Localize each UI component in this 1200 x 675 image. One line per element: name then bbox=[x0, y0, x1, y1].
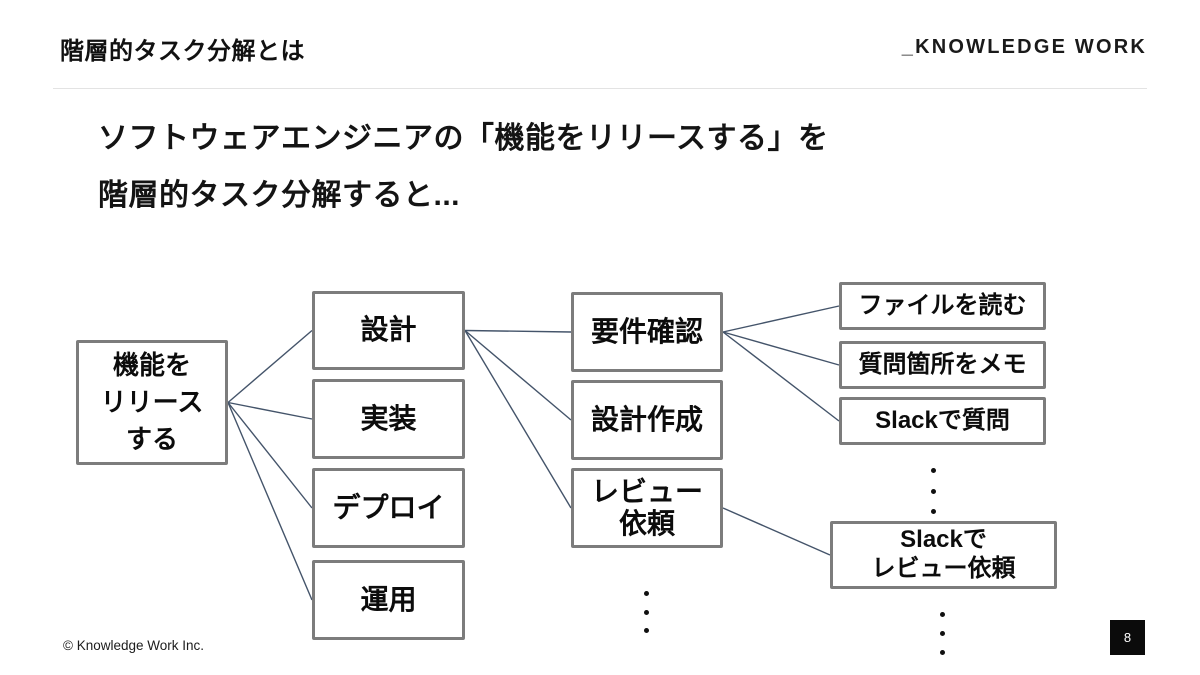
ellipsis-dot-group-2 bbox=[643, 609, 649, 615]
ellipsis-dot-group-3 bbox=[939, 649, 945, 655]
page-number-badge: 8 bbox=[1110, 620, 1145, 655]
diagram-node-design: 設計 bbox=[312, 291, 465, 370]
edge-root-to-impl bbox=[227, 401, 313, 420]
ellipsis-dot-group-1 bbox=[930, 488, 936, 494]
edge-req-to-memo bbox=[722, 331, 840, 366]
diagram-node-slackrev: Slackで レビュー依頼 bbox=[830, 521, 1057, 589]
edge-root-to-deploy bbox=[227, 402, 313, 509]
edge-review-to-slackrev bbox=[722, 507, 831, 556]
main-heading: ソフトウェアエンジニアの「機能をリリースする」を 階層的タスク分解すると... bbox=[98, 124, 829, 238]
diagram-node-ops: 運用 bbox=[312, 560, 465, 640]
diagram-node-review: レビュー 依頼 bbox=[571, 468, 723, 548]
edge-design-to-review bbox=[464, 330, 572, 509]
ellipsis-dot-group-3 bbox=[939, 630, 945, 636]
diagram-node-impl: 実装 bbox=[312, 379, 465, 459]
edge-req-to-slackq bbox=[722, 331, 840, 422]
heading-line1: ソフトウェアエンジニアの「機能をリリースする」を bbox=[98, 122, 829, 155]
copyright-text: © Knowledge Work Inc. bbox=[63, 638, 205, 653]
ellipsis-dot-group-1 bbox=[930, 467, 936, 473]
ellipsis-dot-group-1 bbox=[930, 508, 936, 514]
ellipsis-dot-group-2 bbox=[643, 590, 649, 596]
edge-req-to-readfile bbox=[722, 305, 840, 333]
ellipsis-dot-group-2 bbox=[643, 627, 649, 633]
diagram-node-deploy: デプロイ bbox=[312, 468, 465, 548]
diagram-node-memo: 質問箇所をメモ bbox=[839, 341, 1046, 389]
diagram-node-draft: 設計作成 bbox=[571, 380, 723, 460]
ellipsis-dot-group-3 bbox=[939, 611, 945, 617]
edge-root-to-design bbox=[227, 329, 313, 404]
header-divider bbox=[53, 88, 1147, 89]
edge-design-to-req bbox=[464, 329, 572, 333]
edge-design-to-draft bbox=[464, 329, 572, 421]
diagram-node-readfile: ファイルを読む bbox=[839, 282, 1046, 330]
heading-line2: 階層的タスク分解すると... bbox=[98, 179, 461, 212]
edge-root-to-ops bbox=[227, 402, 313, 601]
diagram-node-slackq: Slackで質問 bbox=[839, 397, 1046, 445]
slide-title: 階層的タスク分解とは bbox=[60, 38, 305, 65]
diagram-node-root: 機能を リリース する bbox=[76, 340, 228, 465]
knowledge-work-logo: _KNOWLEDGE WORK bbox=[901, 36, 1147, 58]
diagram-node-req: 要件確認 bbox=[571, 292, 723, 372]
